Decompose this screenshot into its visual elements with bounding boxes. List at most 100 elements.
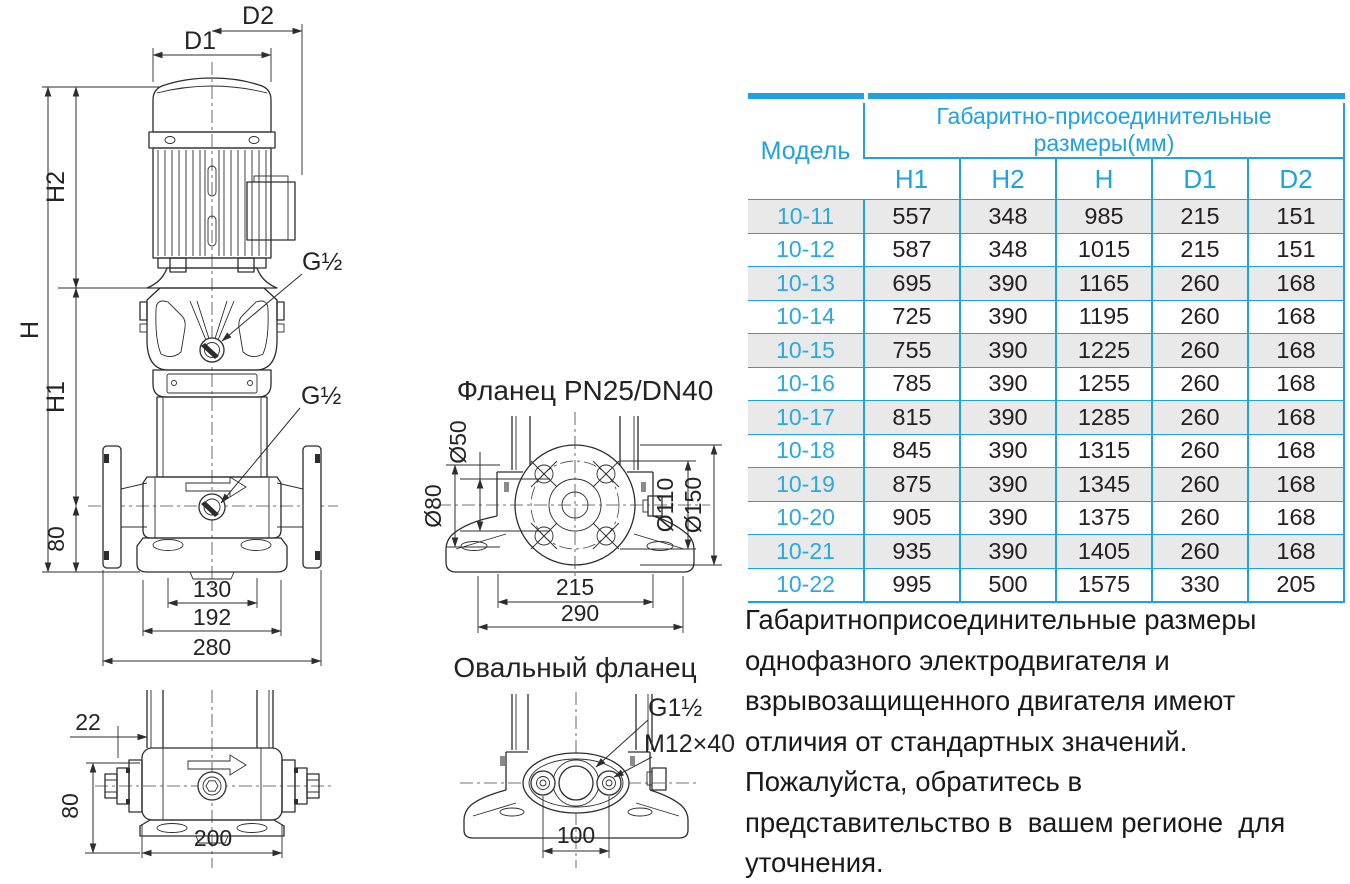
- oval-view-title: Овальный фланец: [453, 652, 696, 683]
- h2-cell: 390: [959, 299, 1056, 334]
- d1-cell: 260: [1151, 534, 1248, 568]
- model-cell: 10-19: [748, 467, 864, 501]
- d1-cell: 215: [1151, 232, 1248, 267]
- flow-arrow: [185, 476, 247, 498]
- right-counter-flange: [281, 759, 320, 813]
- d1-cell: 260: [1151, 333, 1248, 367]
- dim-label-80-bottom: 80: [57, 793, 83, 819]
- table-top-bar: [748, 93, 1345, 99]
- dim-label-o50: Ø50: [445, 420, 471, 463]
- d2-cell: 168: [1247, 400, 1344, 434]
- h1-cell: 935: [863, 534, 960, 568]
- note-line: отличия от стандартных значений.: [745, 725, 1188, 757]
- table-row: 10-17 815 390 1285 260 168: [748, 400, 1344, 434]
- h-cell: 1165: [1055, 266, 1152, 300]
- dim-label-280: 280: [193, 634, 231, 660]
- flange-face: [438, 412, 710, 585]
- main-dimensions: D1 D2 H H2 H1 80 130 192 280: [16, 2, 322, 666]
- d1-cell: 260: [1151, 400, 1248, 434]
- d2-cell: 168: [1247, 467, 1344, 501]
- oval-flange-face: [522, 752, 630, 814]
- d1-cell: 260: [1151, 500, 1248, 535]
- h1-cell: 815: [863, 400, 960, 434]
- d1-cell: 260: [1151, 366, 1248, 401]
- dim-label-22: 22: [75, 709, 101, 735]
- model-cell: 10-11: [748, 199, 864, 233]
- port-label-mid: G½: [301, 382, 341, 410]
- h2-cell: 390: [959, 500, 1056, 535]
- table-row: 10-16 785 390 1255 260 168: [748, 366, 1344, 401]
- pump-body: [102, 396, 322, 580]
- d2-cell: 168: [1247, 333, 1344, 367]
- terminal-box: [246, 175, 296, 241]
- note-line: Пожалуйста, обратитесь в: [745, 766, 1083, 797]
- h-cell: 985: [1055, 199, 1152, 233]
- h-cell: 1315: [1055, 433, 1152, 468]
- model-cell: 10-20: [748, 500, 864, 535]
- flow-arrow-bottom: [187, 754, 247, 776]
- d2-cell: 151: [1247, 199, 1344, 233]
- dimensions-table: Модель Габаритно-присоединительные разме…: [748, 103, 1345, 603]
- d2-cell: 168: [1247, 266, 1344, 300]
- h-cell: 1015: [1055, 232, 1152, 267]
- h2-cell: 390: [959, 534, 1056, 568]
- model-column-header: Модель: [760, 136, 851, 165]
- d2-cell: 168: [1247, 433, 1344, 468]
- h1-cell: 557: [863, 199, 960, 233]
- h-cell: 1195: [1055, 299, 1152, 334]
- d1-cell: 260: [1151, 266, 1248, 300]
- oval-dimensions: 100: [542, 796, 610, 858]
- flange-dimensions: Ø50 Ø80 Ø110 Ø150 215 290: [420, 420, 722, 633]
- bottom-view-dimensions: 22 80 200: [57, 709, 283, 858]
- note-line: Габаритноприсоединительные размеры: [745, 604, 1257, 635]
- dim-label-290: 290: [561, 600, 599, 626]
- h-cell: 1255: [1055, 366, 1152, 401]
- model-cell: 10-16: [748, 366, 864, 401]
- h1-cell: 587: [863, 232, 960, 267]
- h1-cell: 695: [863, 266, 960, 300]
- h1-cell: 725: [863, 299, 960, 334]
- model-cell: 10-18: [748, 433, 864, 468]
- h2-cell: 390: [959, 433, 1056, 468]
- model-cell: 10-21: [748, 534, 864, 568]
- motor-fins: [157, 150, 267, 256]
- table-row: 10-22 995 500 1575 330 205: [748, 567, 1344, 602]
- dim-label-o110: Ø110: [652, 478, 678, 533]
- d2-cell: 168: [1247, 500, 1344, 535]
- h-cell: 1575: [1055, 567, 1152, 602]
- note-line: однофазного электродвигателя и: [745, 644, 1170, 676]
- table-row: 10-13 695 390 1165 260 168: [748, 266, 1344, 300]
- d2-cell: 168: [1247, 534, 1344, 568]
- model-cell: 10-14: [748, 299, 864, 334]
- h-cell: 1405: [1055, 534, 1152, 568]
- group-header: Габаритно-присоединительные размеры(мм): [863, 103, 1344, 158]
- model-cell: 10-22: [748, 567, 864, 602]
- left-flange: [102, 445, 122, 569]
- h2-cell: 348: [959, 232, 1056, 267]
- dim-label-100: 100: [557, 822, 595, 848]
- oval-bracket: [463, 751, 689, 839]
- d2-cell: 151: [1247, 232, 1344, 267]
- oval-callouts: G1½ M12×40: [595, 694, 735, 778]
- right-flange: [302, 445, 322, 569]
- dim-label-o150: Ø150: [680, 477, 706, 533]
- oval-flange-view: Овальный фланец: [453, 652, 735, 868]
- h-cell: 1225: [1055, 333, 1152, 367]
- d1-cell: 260: [1151, 299, 1248, 334]
- note-line: уточнения.: [745, 847, 884, 878]
- h1-cell: 785: [863, 366, 960, 401]
- motor: [146, 77, 296, 289]
- h1-cell: 905: [863, 500, 960, 535]
- table-row: 10-12 587 348 1015 215 151: [748, 232, 1344, 267]
- thread-label: G1½: [648, 694, 702, 722]
- dim-label-130: 130: [193, 576, 231, 602]
- d2-cell: 168: [1247, 366, 1344, 401]
- table-row: 10-21 935 390 1405 260 168: [748, 534, 1344, 568]
- table-row: 10-18 845 390 1315 260 168: [748, 433, 1344, 468]
- h2-cell: 348: [959, 199, 1056, 233]
- dim-label-d1: D1: [184, 27, 216, 55]
- column-header-d2: D2: [1247, 157, 1344, 200]
- model-cell: 10-13: [748, 266, 864, 300]
- h1-cell: 875: [863, 467, 960, 501]
